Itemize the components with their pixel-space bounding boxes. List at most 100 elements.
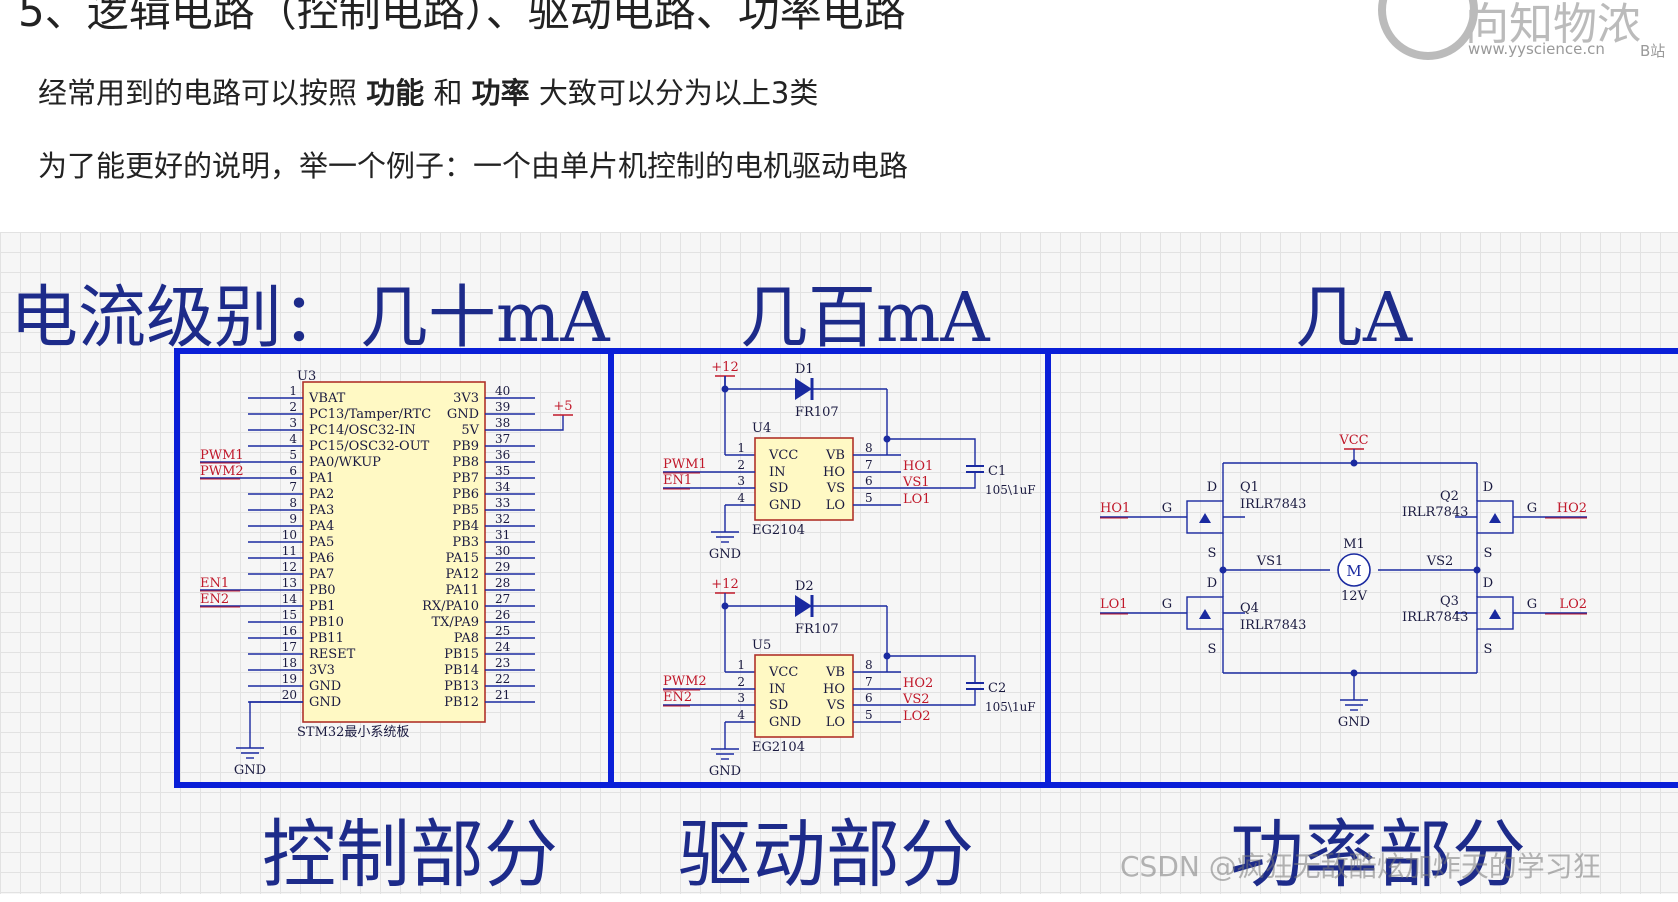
wire [887,655,976,683]
net-label-vs1: VS1 [1256,554,1284,569]
mcu-pin-number: 19 [282,672,297,686]
mosfet-part: IRLR7843 [1240,497,1306,512]
mcu-pin-number: 15 [282,608,297,622]
mcu-pin-number: 11 [282,544,297,558]
mosfet-pin-label: D [1207,480,1217,495]
net-label: LO1 [1100,597,1128,612]
wire [887,438,976,466]
mcu-pin-label: GND [447,407,479,422]
mcu-pin-label: PB5 [452,503,479,518]
driver-ref: U5 [752,638,771,653]
mcu-pin-number: 8 [289,496,297,510]
power-label-plus5: +5 [553,399,572,414]
net-label: VS2 [902,692,930,707]
mcu-pin-number: 12 [282,560,297,574]
keyword-power: 功率 [471,76,530,110]
driver-pin-number: 1 [737,441,745,455]
driver-pin-label: IN [769,682,786,697]
section-control-label: 控制部分 [262,812,558,898]
mcu-pin-label: 5V [461,423,479,438]
driver-pin-label: VCC [768,448,798,463]
mcu-pin-label: PA5 [309,535,334,550]
mcu-pin-label: PC15/OSC32-OUT [309,439,430,454]
mcu-pin-number: 31 [495,528,510,542]
mcu-pin-label: PA4 [309,519,334,534]
mcu-pin-label: PC14/OSC32-IN [309,423,416,438]
wire [901,472,976,489]
mcu-pin-number: 6 [289,464,297,478]
net-label: EN2 [663,690,692,705]
driver-pin-label: IN [769,465,786,480]
motor-symbol [1337,553,1371,587]
current-level-power: 几A [1295,279,1413,358]
driver-pin-label: GND [769,715,801,730]
mcu-pin-number: 34 [495,480,511,494]
net-label: PWM1 [663,457,707,472]
mosfet-arrow [1489,609,1501,619]
driver-pin-label: HO [823,682,845,697]
mcu-pin-number: 21 [495,688,510,702]
mosfet-arrow [1199,513,1211,523]
mosfet-part: IRLR7843 [1240,618,1306,633]
mcu-pin-label: PA12 [446,567,479,582]
mcu-pin-label: PB15 [444,647,479,662]
driver-pin-label: HO [823,465,845,480]
diode-part: FR107 [795,622,839,637]
mcu-pin-label: PB3 [452,535,479,550]
driver-pin-label: LO [826,715,845,730]
mcu-pin-number: 1 [289,384,297,398]
mosfet-ref: Q4 [1240,601,1259,616]
mcu-pin-label: PA7 [309,567,334,582]
driver-pin-number: 4 [737,491,745,505]
diode-symbol [795,595,812,617]
mcu-pin-label: PA3 [309,503,334,518]
capacitor-ref: C2 [988,681,1006,696]
mcu-pin-number: 35 [495,464,510,478]
mosfet-pin-label: S [1208,546,1217,561]
driver-pin-number: 3 [737,691,745,705]
mcu-pin-number: 26 [495,608,510,622]
mcu-pin-label: PB12 [444,695,479,710]
section-driver-label: 驱动部分 [678,812,974,898]
driver-pin-number: 5 [865,491,873,505]
mosfet-pin-label: G [1527,501,1537,516]
mcu-pin-label: PC13/Tamper/RTC [309,407,431,422]
mcu-name: STM32最小系统板 [297,725,409,740]
mosfet-pin-label: G [1527,597,1537,612]
net-label: HO1 [1100,501,1130,516]
net-label: LO2 [903,709,931,724]
mcu-pin-label: PB1 [309,599,336,614]
mcu-pin-number: 10 [282,528,297,542]
driver-pin-number: 6 [865,691,873,705]
net-label: PWM2 [663,674,707,689]
net-label: PWM2 [200,464,244,479]
mcu-pin-label: 3V3 [453,391,479,406]
mcu-pin-label: PB0 [309,583,336,598]
capacitor-ref: C1 [988,464,1006,479]
mcu-pin-number: 3 [289,416,297,430]
ground-label: GND [234,763,266,778]
mosfet-pin-label: S [1484,642,1493,657]
driver-pin-number: 5 [865,708,873,722]
mcu-pin-number: 20 [282,688,297,702]
mcu-pin-number: 25 [495,624,510,638]
mosfet-pin-label: G [1162,501,1172,516]
mcu-pin-number: 24 [495,640,511,654]
mosfet-pin-label: D [1483,576,1493,591]
mcu-pin-number: 39 [495,400,510,414]
mcu-pin-label: PA2 [309,487,334,502]
mcu-pin-label: PA1 [309,471,334,486]
power-label-plus12: +12 [711,360,738,375]
net-label: EN1 [663,473,692,488]
mcu-pin-number: 23 [495,656,510,670]
driver-pin-label: VS [826,481,845,496]
mcu-pin-label: PB6 [452,487,479,502]
mcu-pin-number: 28 [495,576,510,590]
power-label-vcc: VCC [1338,433,1368,448]
mcu-pin-label: GND [309,679,341,694]
intro-text: 大致可以分为以上3类 [529,76,819,110]
page-title: 5、逻辑电路（控制电路）、驱动电路、功率电路 [18,0,906,36]
diode-ref: D2 [795,579,814,594]
driver-pin-number: 4 [737,708,745,722]
mcu-pin-number: 33 [495,496,510,510]
